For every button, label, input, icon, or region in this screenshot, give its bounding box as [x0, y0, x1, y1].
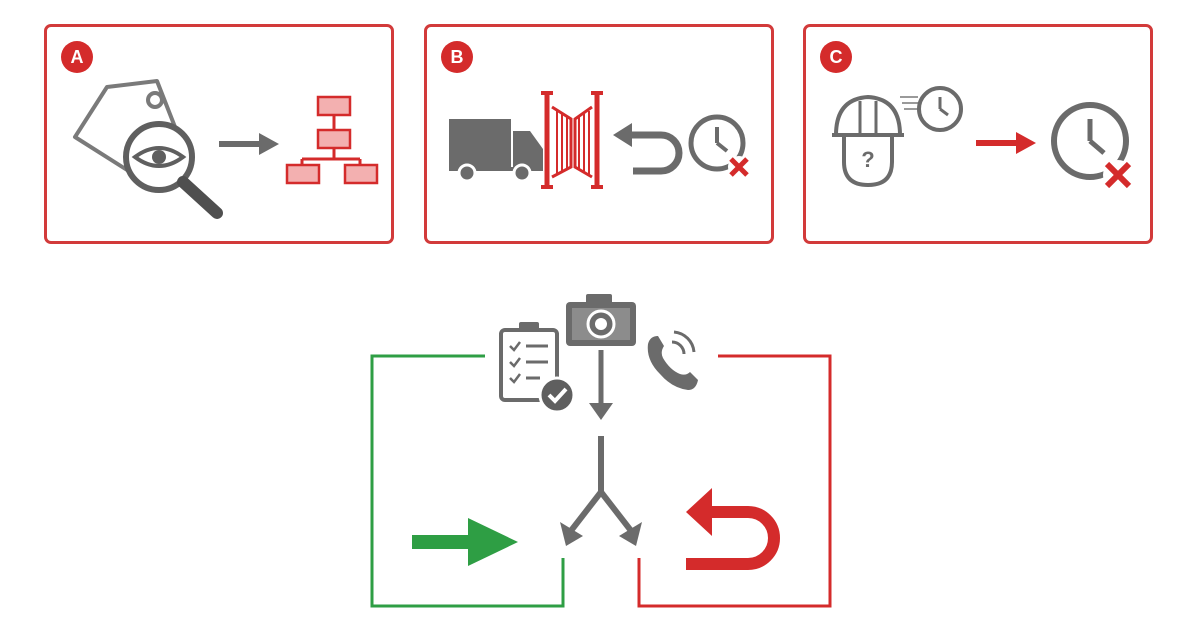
panel-b-badge: B [441, 41, 473, 73]
arrow-right-icon [976, 132, 1036, 154]
return-arrow-icon [686, 488, 780, 570]
panel-c-diagram: ? [832, 86, 1133, 190]
truck-icon [449, 119, 543, 183]
accept-bracket [370, 354, 565, 608]
panel-c-badge: C [820, 41, 852, 73]
fork-arrow-icon [560, 436, 642, 546]
arrow-down-icon [589, 350, 613, 420]
arrow-right-icon [412, 518, 518, 566]
worker-question-icon: ? [832, 94, 904, 188]
return-arrow-icon [613, 123, 683, 175]
panel-a: A [44, 24, 394, 244]
panel-b-diagram [449, 91, 750, 189]
panel-b: B [424, 24, 774, 244]
camera-icon [566, 294, 636, 346]
clock-cancel-icon [1051, 102, 1133, 190]
clock-cancel-icon [688, 114, 750, 178]
phone-icon [647, 330, 698, 390]
panel-a-diagram [73, 79, 379, 219]
gate-icon [541, 91, 603, 189]
hierarchy-chart-icon [285, 95, 379, 185]
panel-a-badge: A [61, 41, 93, 73]
clock-icon [917, 86, 963, 132]
magnifier-eye-icon [123, 121, 223, 219]
panel-c: C ? [803, 24, 1153, 244]
reject-bracket [637, 354, 832, 608]
checklist-icon [499, 322, 576, 414]
arrow-right-icon [219, 133, 279, 155]
svg-text:?: ? [861, 147, 874, 172]
